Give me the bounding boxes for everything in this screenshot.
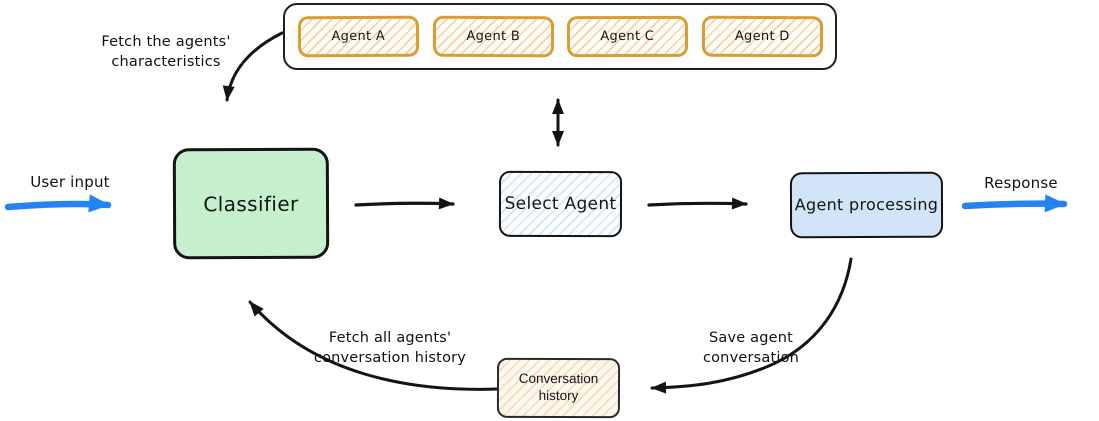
- agent-c-box: Agent C: [566, 15, 688, 58]
- save-conversation-arrow: [650, 257, 853, 394]
- fetch-characteristics-label: Fetch the agents' characteristics: [101, 34, 231, 70]
- agent-c-label: Agent C: [600, 28, 655, 45]
- fetch-history-label: Fetch all agents' conversation history: [313, 330, 467, 366]
- agent-processing-node: Agent processing: [789, 171, 944, 239]
- agent-a-box: Agent A: [297, 15, 419, 58]
- classifier-node: Classifier: [172, 147, 330, 260]
- agents-panel: Agent A Agent B Agent C Agent D: [283, 3, 837, 70]
- save-conversation-label: Save agent conversation: [702, 330, 800, 366]
- agent-b-box: Agent B: [432, 15, 554, 58]
- fetch-history-arrow: [248, 300, 499, 391]
- select-agent-to-processing-arrow: [647, 197, 748, 210]
- agent-d-box: Agent D: [701, 15, 823, 58]
- fetch-characteristics-arrow: [222, 31, 284, 102]
- response-label: Response: [984, 174, 1058, 192]
- agent-a-label: Agent A: [331, 28, 386, 45]
- agent-processing-label: Agent processing: [794, 194, 939, 215]
- user-input-arrow: [4, 194, 112, 213]
- conversation-history-label: Conversation history: [518, 370, 599, 404]
- classifier-label: Classifier: [203, 191, 299, 216]
- agent-d-label: Agent D: [734, 28, 790, 45]
- select-agent-label: Select Agent: [504, 193, 617, 215]
- classifier-to-select-agent-arrow: [354, 197, 455, 210]
- agent-b-label: Agent B: [465, 28, 520, 45]
- response-arrow: [961, 194, 1068, 213]
- user-input-label: User input: [30, 173, 110, 191]
- select-agent-node: Select Agent: [498, 170, 623, 238]
- conversation-history-node: Conversation history: [496, 357, 621, 419]
